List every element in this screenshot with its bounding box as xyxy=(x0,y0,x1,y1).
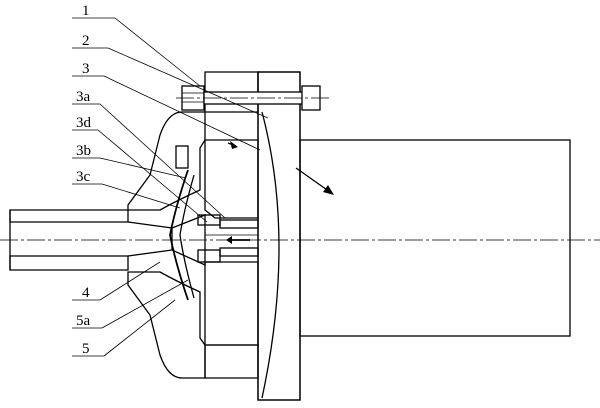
label-5a: 5a xyxy=(76,313,91,329)
label-3d: 3d xyxy=(76,115,92,131)
label-2: 2 xyxy=(82,33,90,49)
label-4: 4 xyxy=(82,285,90,301)
pump-casing xyxy=(127,111,259,379)
label-3c: 3c xyxy=(76,169,91,185)
shaft-hub xyxy=(197,214,259,263)
stator-block xyxy=(204,139,259,346)
bolt xyxy=(176,85,330,111)
seal-ring xyxy=(175,145,189,169)
leader-lines xyxy=(72,17,269,357)
label-3b: 3b xyxy=(76,143,91,159)
flow-arrows xyxy=(227,141,334,195)
impeller xyxy=(169,169,206,301)
part-labels: 1 2 3 3a 3d 3b 3c 4 5a 5 xyxy=(76,3,92,357)
flange-plate xyxy=(257,71,301,401)
motor-body xyxy=(299,139,571,337)
label-3: 3 xyxy=(82,61,90,77)
label-1: 1 xyxy=(82,3,90,19)
label-3a: 3a xyxy=(76,89,91,105)
label-5: 5 xyxy=(82,341,90,357)
